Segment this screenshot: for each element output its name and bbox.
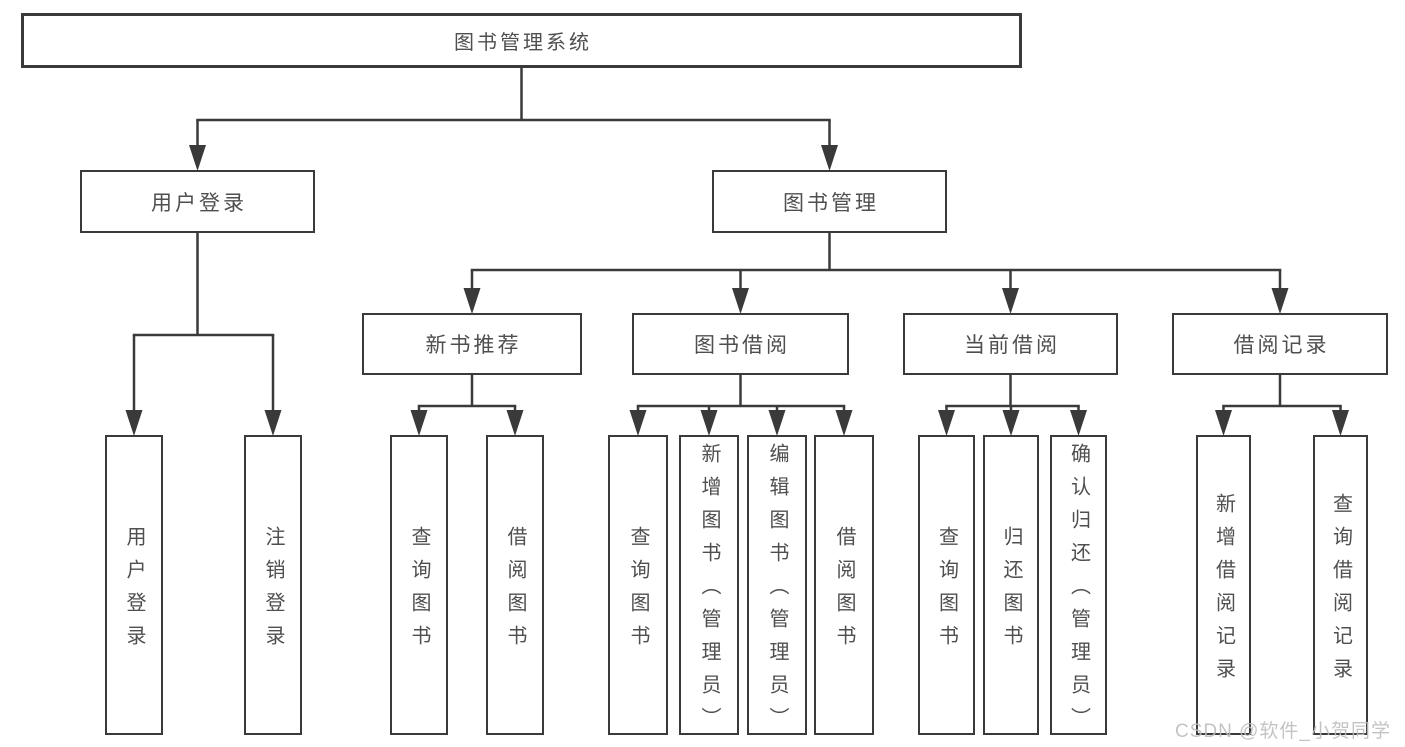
node-leaf-br-query: 查询借阅记录 (1313, 435, 1368, 735)
node-label: 新增借阅记录 (1212, 492, 1235, 691)
node-book-borrow: 图书借阅 (632, 313, 849, 375)
arrowhead-icon (629, 410, 647, 436)
node-user-login: 用户登录 (80, 170, 315, 233)
arrowhead-icon (732, 288, 749, 314)
arrowhead-icon (264, 410, 282, 436)
node-label: 用户登录 (123, 525, 145, 658)
node-label: 借阅记录 (1233, 334, 1330, 357)
arrowhead-icon (700, 410, 718, 436)
arrowhead-icon (768, 410, 786, 436)
node-root: 图书管理系统 (21, 13, 1022, 68)
node-label: 借阅图书 (833, 525, 855, 658)
arrowhead-icon (189, 145, 206, 171)
node-label: 归还图书 (1000, 525, 1022, 658)
arrowhead-icon (1271, 288, 1289, 314)
node-label: 编辑图书（管理员） (766, 443, 788, 740)
arrowhead-icon (938, 410, 955, 436)
arrowhead-icon (463, 288, 481, 314)
node-label: 确认归还（管理员） (1067, 443, 1090, 740)
arrowhead-icon (125, 410, 143, 436)
arrowhead-icon (506, 410, 524, 436)
node-leaf-br-add: 新增借阅记录 (1196, 435, 1251, 735)
node-leaf-nb-borrow: 借阅图书 (486, 435, 544, 735)
node-leaf-bb-query: 查询图书 (608, 435, 668, 735)
arrowhead-icon (1070, 410, 1087, 436)
node-label: 图书管理 (783, 191, 879, 215)
node-label: 当前借阅 (964, 334, 1060, 357)
node-leaf-logout: 注销登录 (244, 435, 302, 735)
node-current-borrow: 当前借阅 (903, 313, 1118, 375)
node-label: 用户登录 (151, 191, 247, 215)
node-leaf-login: 用户登录 (105, 435, 163, 735)
node-label: 借阅图书 (504, 525, 526, 658)
node-new-book-rec: 新书推荐 (362, 313, 582, 375)
node-label: 查询图书 (935, 525, 958, 658)
node-label: 查询借阅记录 (1329, 492, 1352, 691)
node-leaf-bb-edit: 编辑图书（管理员） (747, 435, 807, 740)
node-leaf-cb-query: 查询图书 (918, 435, 975, 735)
node-leaf-cb-confirm: 确认归还（管理员） (1050, 435, 1107, 740)
node-label: 新增图书（管理员） (698, 443, 720, 740)
node-label: 查询图书 (408, 525, 430, 658)
node-leaf-bb-borrow: 借阅图书 (814, 435, 874, 735)
arrowhead-icon (1332, 410, 1349, 436)
arrowhead-icon (1215, 410, 1232, 436)
node-leaf-cb-return: 归还图书 (983, 435, 1039, 735)
arrowhead-icon (821, 145, 838, 171)
node-leaf-bb-add: 新增图书（管理员） (679, 435, 739, 740)
node-label: 新书推荐 (425, 334, 522, 357)
node-label: 查询图书 (627, 525, 649, 658)
node-book-mgmt: 图书管理 (712, 170, 947, 233)
node-label: 注销登录 (262, 525, 284, 658)
node-label: 图书借阅 (694, 334, 790, 357)
arrowhead-icon (410, 410, 428, 436)
arrowhead-icon (1002, 288, 1019, 314)
arrowhead-icon (1002, 410, 1020, 436)
node-label: 图书管理系统 (454, 32, 592, 54)
arrowhead-icon (835, 410, 853, 436)
node-borrow-records: 借阅记录 (1172, 313, 1388, 375)
node-leaf-nb-query: 查询图书 (390, 435, 448, 735)
csdn-watermark: CSDN @软件_小贺同学 (1175, 721, 1391, 742)
